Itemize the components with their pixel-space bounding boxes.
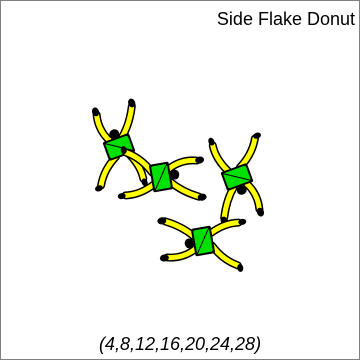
- slot-sequence: (4,8,12,16,20,24,28): [98, 334, 262, 354]
- flyer-right: [193, 121, 288, 230]
- formation-title: Side Flake Donut: [216, 9, 355, 29]
- flyer-bottom: [153, 203, 255, 285]
